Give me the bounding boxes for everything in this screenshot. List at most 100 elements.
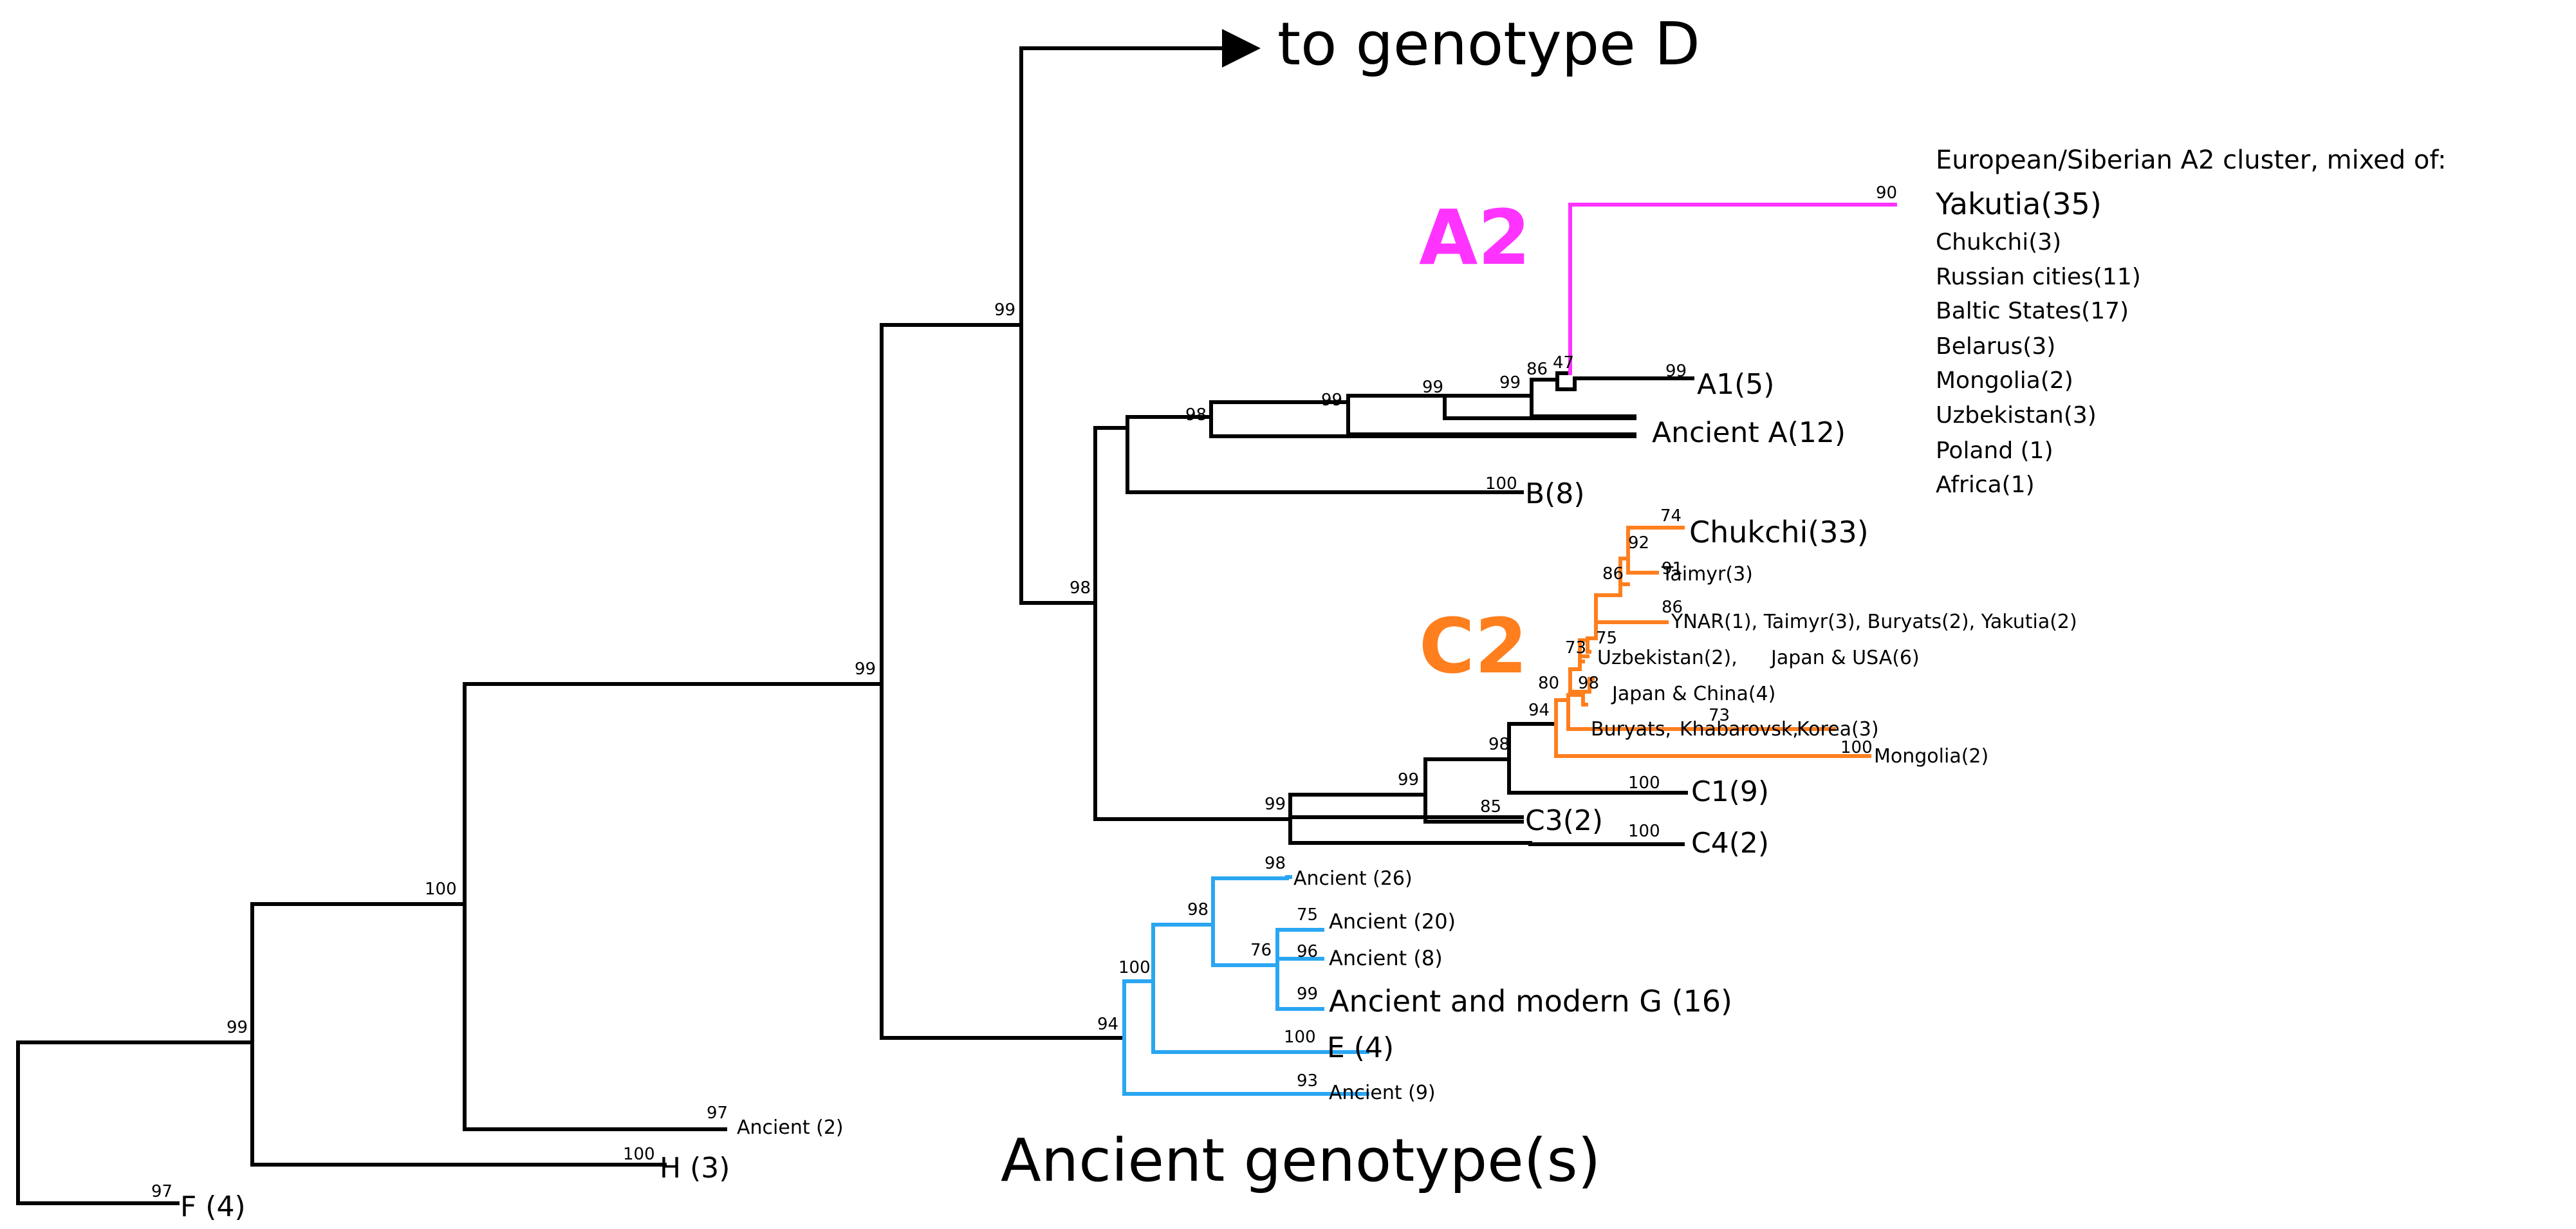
tip-e: E (4): [1327, 1031, 1394, 1064]
branch-node-99-a3: [1346, 394, 1636, 420]
bootstrap-label: 99: [994, 300, 1015, 320]
branch-node-98-c: [1507, 722, 1688, 795]
bootstrap-label: 99: [1422, 378, 1443, 397]
tip-h: H (3): [660, 1152, 730, 1185]
label-a2: A2: [1419, 193, 1530, 282]
tip-ancient-9: Ancient (9): [1329, 1082, 1436, 1104]
bootstrap-label: 86: [1526, 360, 1548, 379]
label-to-genotype-d: to genotype D: [1277, 10, 1700, 79]
tip-ancient-a: Ancient A(12): [1652, 416, 1846, 449]
a2-chukchi: Chukchi(3): [1936, 229, 2061, 255]
bootstrap-label: 76: [1250, 941, 1272, 960]
bootstrap-label: 90: [1876, 183, 1897, 203]
bootstrap-label: 86: [1602, 564, 1624, 584]
branch-node-73: [1568, 654, 1589, 697]
bootstrap-label: 92: [1628, 533, 1649, 553]
tip-ancient-26: Ancient (26): [1293, 867, 1413, 890]
a2-baltic-states: Baltic States(17): [1936, 298, 2129, 324]
branch-node-99-top: [880, 323, 1126, 1040]
tip-labels: A1(5) Ancient A(12) B(8) Chukchi(33) Tai…: [180, 368, 2077, 1223]
branch-node-86: [1530, 371, 1577, 398]
tip-b: B(8): [1525, 477, 1585, 510]
bootstrap-label: 47: [1553, 353, 1574, 373]
a2-cluster-list: European/Siberian A2 cluster, mixed of: …: [1935, 145, 2446, 498]
tip-ancient-modern-g: Ancient and modern G (16): [1329, 984, 1732, 1019]
bootstrap-label: 74: [1660, 506, 1682, 526]
tip-japan-china: Japan & China(4): [1611, 683, 1775, 705]
bootstrap-label: 99: [1665, 362, 1687, 381]
bootstrap-label: 73: [1709, 706, 1730, 725]
tip-korea: Korea(3): [1797, 718, 1879, 741]
bootstrap-label: 94: [1097, 1015, 1118, 1034]
bootstrap-label: 100: [425, 880, 457, 899]
bootstrap-label: 94: [1528, 701, 1550, 720]
branch-node-98-c2: [1568, 677, 1595, 697]
branch-root: [16, 1040, 254, 1205]
a2-cluster-header: European/Siberian A2 cluster, mixed of:: [1936, 145, 2446, 175]
bootstrap-label: 99: [1265, 795, 1286, 814]
branch-node-94-anc: [1122, 979, 1369, 1096]
bootstrap-label: 99: [1321, 391, 1342, 410]
branch-node-100: [250, 902, 667, 1167]
a2-belarus: Belarus(3): [1936, 333, 2055, 360]
branch-node-99-c2: [1423, 757, 1524, 824]
bootstrap-label: 73: [1565, 638, 1586, 658]
a2-yakutia: Yakutia(35): [1935, 187, 2102, 221]
bootstrap-label: 99: [1297, 984, 1318, 1004]
branch-node-92: [1618, 526, 1685, 597]
branch-node-94: [1554, 698, 1871, 758]
bootstrap-label: 100: [623, 1145, 655, 1164]
tip-taimyr: Taimyr(3): [1661, 563, 1753, 586]
branch-to-genotype-d: [1019, 46, 1225, 327]
branch-a1: [1573, 376, 1694, 391]
bootstrap-label: 98: [1070, 578, 1091, 598]
branch-node-98-a: [1126, 415, 1524, 494]
bootstrap-label: 98: [1488, 735, 1510, 754]
bootstrap-label: 100: [1118, 958, 1151, 977]
tip-ynar: YNAR(1), Taimyr(3), Buryats(2), Yakutia(…: [1671, 611, 2077, 633]
bootstrap-label: 100: [1628, 773, 1660, 793]
bootstrap-label: 98: [1187, 900, 1209, 919]
bootstrap-label: 98: [1185, 405, 1207, 425]
tip-c3: C3(2): [1525, 804, 1603, 837]
branch-b: [1288, 815, 1524, 821]
bootstrap-label: 97: [707, 1104, 728, 1123]
bootstrap-label: 75: [1297, 905, 1318, 925]
bootstrap-label: 99: [1398, 770, 1419, 790]
branch-node-100-anc: [1151, 923, 1369, 1054]
a2-mongolia: Mongolia(2): [1936, 367, 2073, 394]
c2-branches: [1554, 526, 1871, 758]
bootstrap-label: 80: [1538, 674, 1559, 693]
bootstrap-label: 86: [1662, 598, 1683, 617]
tip-f: F (4): [180, 1190, 246, 1223]
tip-mongolia: Mongolia(2): [1874, 745, 1988, 768]
tip-chukchi-33: Chukchi(33): [1689, 515, 1869, 550]
branch-anc20-8: [1275, 928, 1324, 961]
bootstrap-label: 91: [1662, 559, 1683, 578]
tip-khabarovsk: Khabarovsk,: [1680, 718, 1799, 741]
tip-japan-usa: Japan & USA(6): [1770, 647, 1920, 669]
branch-c3: [1528, 841, 1685, 846]
branch-node-99-a1: [1209, 400, 1636, 438]
tip-buryats: Buryats,: [1591, 718, 1671, 741]
ancient-branches: [1122, 875, 1369, 1096]
bootstrap-label: 100: [1485, 474, 1517, 494]
tip-ancient-20: Ancient (20): [1329, 909, 1456, 934]
label-ancient-genotypes: Ancient genotype(s): [1001, 1126, 1600, 1195]
a2-uzbekistan: Uzbekistan(3): [1936, 402, 2097, 429]
branch-node-75: [1578, 636, 1598, 658]
bootstrap-label: 98: [1578, 674, 1599, 693]
label-c2: C2: [1419, 602, 1528, 690]
bootstrap-label: 85: [1480, 797, 1501, 817]
bootstrap-label: 100: [1628, 822, 1660, 841]
branch-node-98-anc: [1211, 876, 1289, 967]
a2-poland: Poland (1): [1936, 438, 2053, 464]
branch-anc26: [1285, 875, 1292, 880]
tip-c1: C1(9): [1691, 775, 1769, 808]
tip-c4: C4(2): [1691, 827, 1769, 860]
a2-russian-cities: Russian cities(11): [1936, 264, 2141, 290]
bootstrap-label: 98: [1265, 854, 1286, 873]
bootstrap-label: 100: [1840, 738, 1873, 757]
bootstrap-label: 99: [855, 660, 876, 679]
